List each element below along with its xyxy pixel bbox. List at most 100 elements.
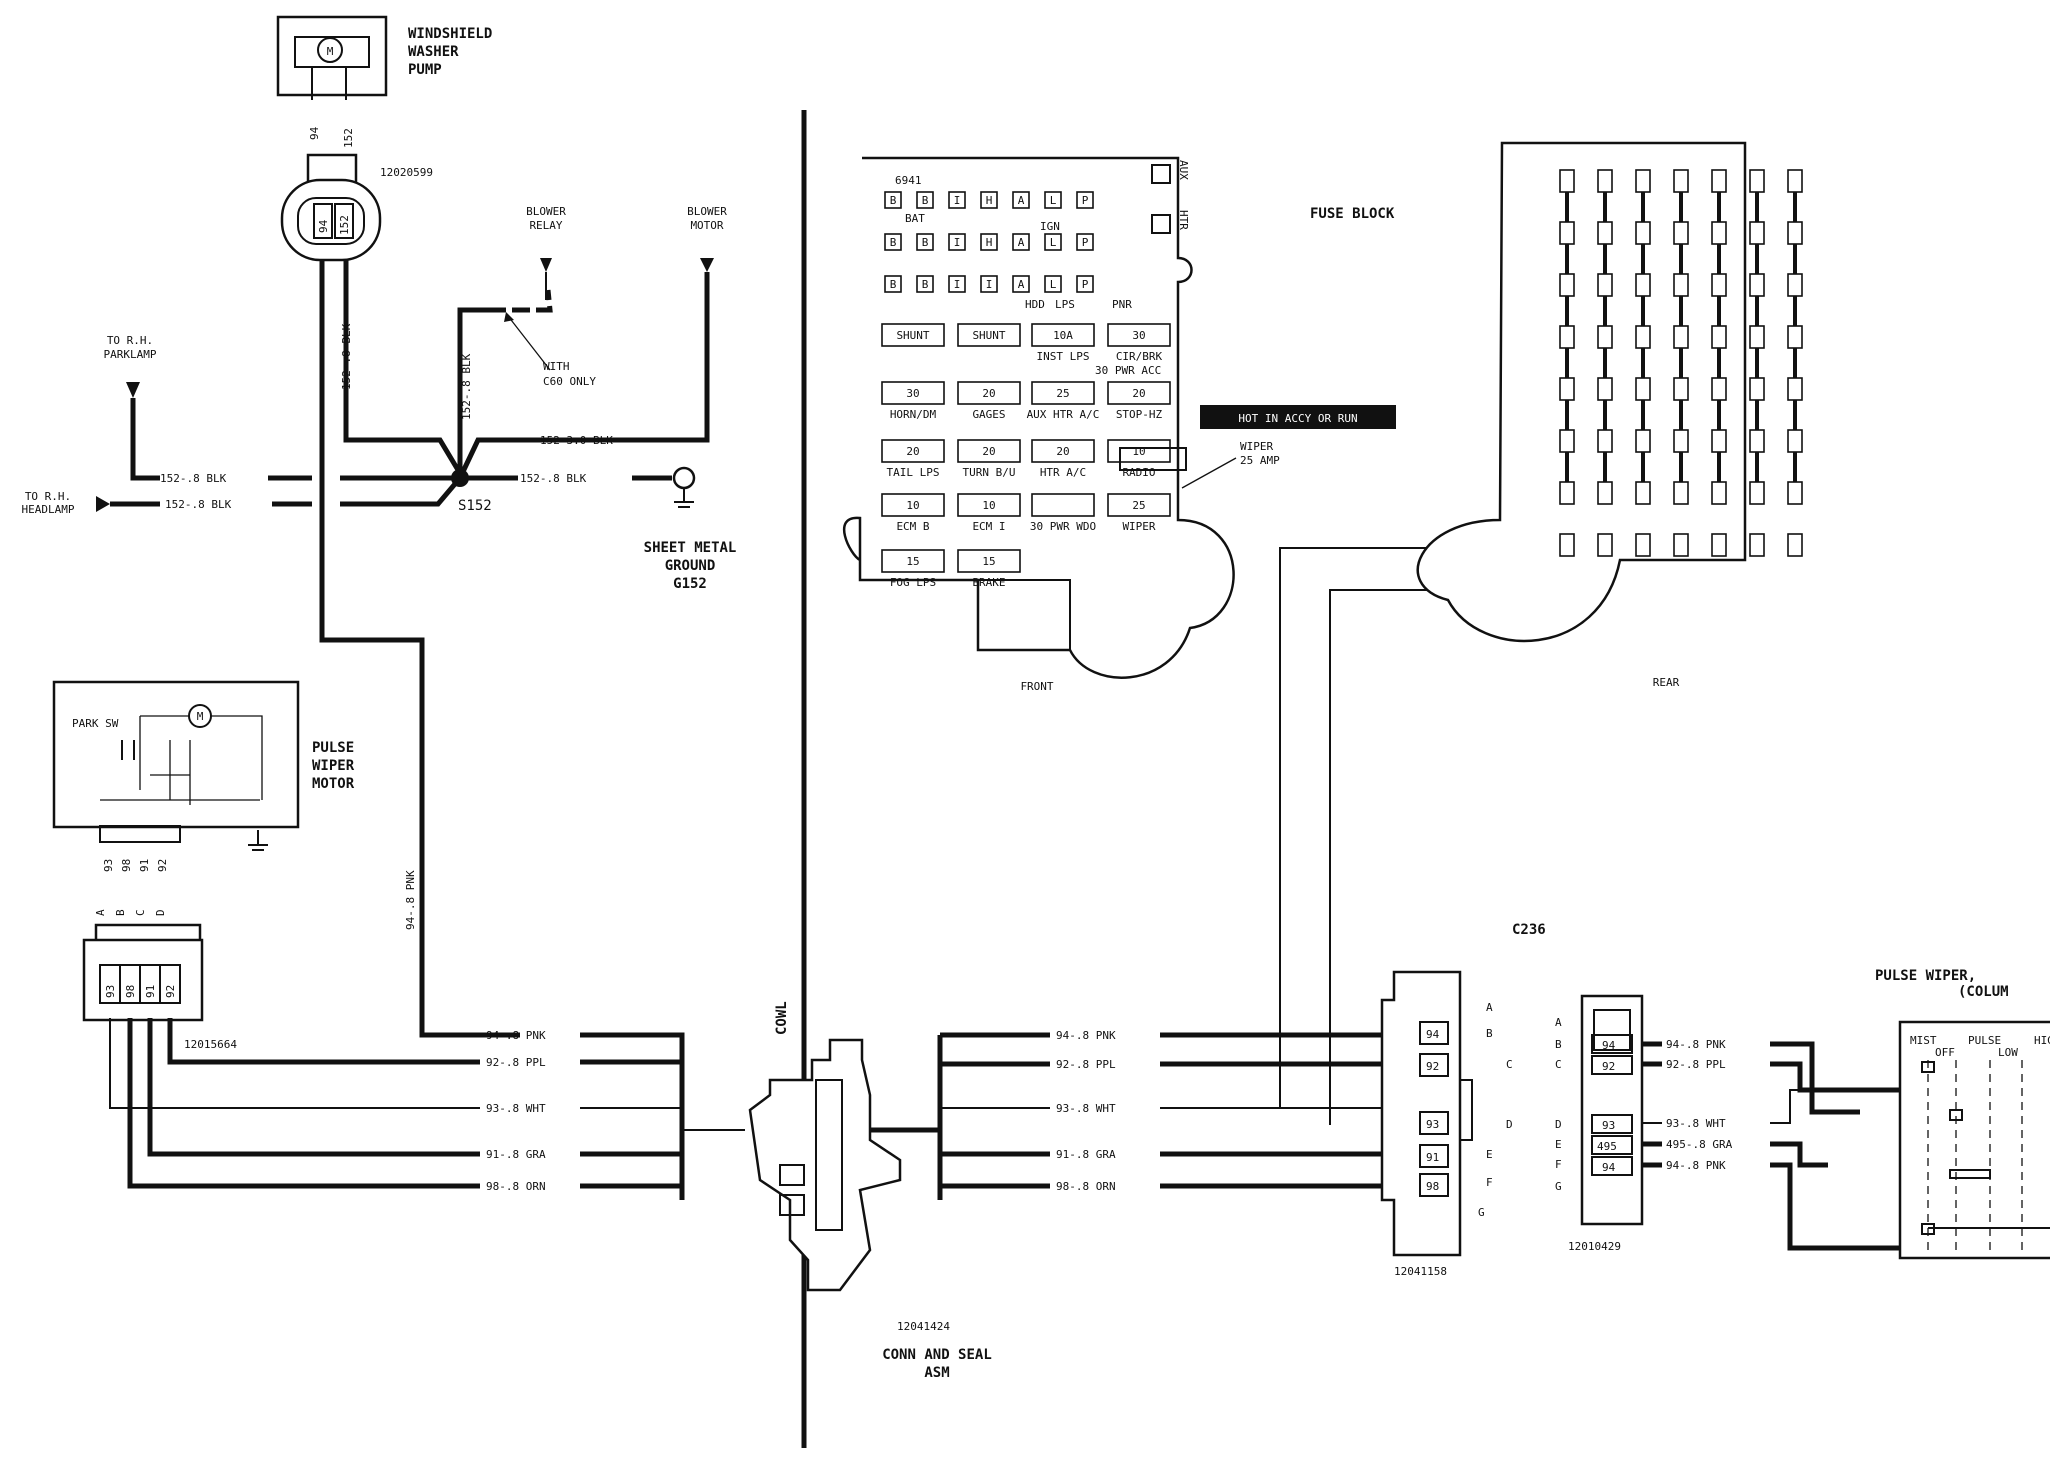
svg-text:M: M [197,710,204,723]
rear-terminal [1559,325,1575,378]
rear-terminal [1597,533,1613,557]
svg-text:12015664: 12015664 [184,1038,237,1051]
rear-terminal [1749,169,1765,222]
svg-text:92-.8 PPL: 92-.8 PPL [486,1056,546,1069]
svg-text:L: L [1050,278,1057,291]
small-fuse-slot: L [1044,191,1062,209]
svg-text:ECM B: ECM B [896,520,929,533]
svg-text:91: 91 [138,859,151,872]
rear-terminal [1559,169,1575,222]
rear-terminal [1559,533,1575,557]
c236-connector: C236 94 92 93 91 98 A B C D E F G 120411… [1380,922,1546,1278]
svg-text:92: 92 [1426,1060,1439,1073]
svg-text:B: B [922,236,929,249]
svg-text:G: G [1478,1206,1485,1219]
rear-terminal [1787,273,1803,326]
rear-terminal [1559,429,1575,482]
svg-text:CIR/BRK: CIR/BRK [1116,350,1163,363]
rear-terminal [1711,169,1727,222]
svg-text:PULSE: PULSE [312,740,354,756]
washer-pump: M WINDSHIELD WASHER PUMP 94 152 [276,15,492,148]
svg-text:152-.8 BLK: 152-.8 BLK [520,472,587,485]
svg-text:93: 93 [1602,1119,1615,1132]
small-fuse-slot: A [1012,275,1030,293]
svg-text:25: 25 [1132,499,1145,512]
svg-text:A: A [1018,278,1025,291]
small-fuse-slot: P [1076,233,1094,251]
svg-text:E: E [1555,1138,1562,1151]
pulse-wiper-motor: PARK SW M PULSE WIPER MOTOR 93 98 91 92 [52,680,355,872]
svg-text:I: I [954,278,961,291]
svg-text:93-.8 WHT: 93-.8 WHT [486,1102,546,1115]
svg-text:98-.8 ORN: 98-.8 ORN [486,1180,546,1193]
svg-text:L: L [1050,194,1057,207]
svg-text:MOTOR: MOTOR [312,776,355,792]
ground-eyelet-icon [672,466,696,490]
rear-terminal [1787,429,1803,482]
svg-text:98: 98 [124,985,137,998]
rear-terminal [1711,429,1727,482]
svg-text:REAR: REAR [1653,676,1680,689]
small-fuse-slot: B [884,191,902,209]
rear-terminal [1787,325,1803,378]
rear-terminal [1635,481,1651,505]
svg-text:TAIL LPS: TAIL LPS [887,466,940,479]
rear-terminal [1597,273,1613,326]
rear-terminal [1635,273,1651,326]
splice-label: S152 [458,498,492,514]
svg-text:OFF: OFF [1935,1046,1955,1059]
small-fuse-slot: A [1012,191,1030,209]
svg-text:(COLUM: (COLUM [1958,984,2009,1000]
cowl-label: COWL [774,1001,790,1035]
small-fuse-slot: P [1076,191,1094,209]
svg-text:TO R.H.: TO R.H. [107,334,153,347]
svg-text:495: 495 [1597,1140,1617,1153]
fuse: SHUNT [957,323,1021,347]
small-fuse-slot: P [1076,275,1094,293]
rear-terminal [1749,377,1765,430]
small-fuse-slot: L [1044,233,1062,251]
svg-text:94-.8 PNK: 94-.8 PNK [1666,1159,1726,1172]
washer-pump-connector: 94 152 12020599 [280,153,433,262]
small-fuse-slot: I [948,233,966,251]
svg-text:20: 20 [1056,445,1069,458]
fuse-block-title: FUSE BLOCK [1310,206,1395,222]
rear-terminal [1597,429,1613,482]
svg-text:91: 91 [1426,1151,1439,1164]
rear-terminal [1749,325,1765,378]
rear-terminal [1787,221,1803,274]
svg-text:12041158: 12041158 [1394,1265,1447,1278]
svg-text:D: D [1555,1118,1562,1131]
svg-text:92: 92 [164,985,177,998]
svg-text:PARKLAMP: PARKLAMP [104,348,157,361]
svg-text:495-.8 GRA: 495-.8 GRA [1666,1138,1733,1151]
svg-text:94-.8 PNK: 94-.8 PNK [1666,1038,1726,1051]
svg-text:91-.8 GRA: 91-.8 GRA [1056,1148,1116,1161]
fuse: SHUNT [881,323,945,347]
svg-text:SHUNT: SHUNT [972,329,1005,342]
headlamp-arrow-icon [96,496,110,512]
svg-text:A: A [1555,1016,1562,1029]
svg-text:WITH: WITH [543,360,570,373]
small-fuse-slot: I [948,191,966,209]
svg-text:B: B [922,278,929,291]
svg-text:HORN/DM: HORN/DM [890,408,937,421]
svg-text:I: I [954,194,961,207]
svg-text:B: B [1555,1038,1562,1051]
rear-terminal [1673,273,1689,326]
svg-text:AUX HTR A/C: AUX HTR A/C [1027,408,1100,421]
rear-terminal [1597,481,1613,505]
svg-text:WIPER: WIPER [1240,440,1273,453]
washer-pump-title: WINDSHIELD [408,26,492,42]
rear-terminal [1597,169,1613,222]
svg-text:B: B [114,909,127,916]
svg-text:93: 93 [102,859,115,872]
svg-text:H: H [986,236,993,249]
svg-text:12010429: 12010429 [1568,1240,1621,1253]
hot-in-accy-badge [1200,405,1396,429]
svg-text:93: 93 [1426,1118,1439,1131]
